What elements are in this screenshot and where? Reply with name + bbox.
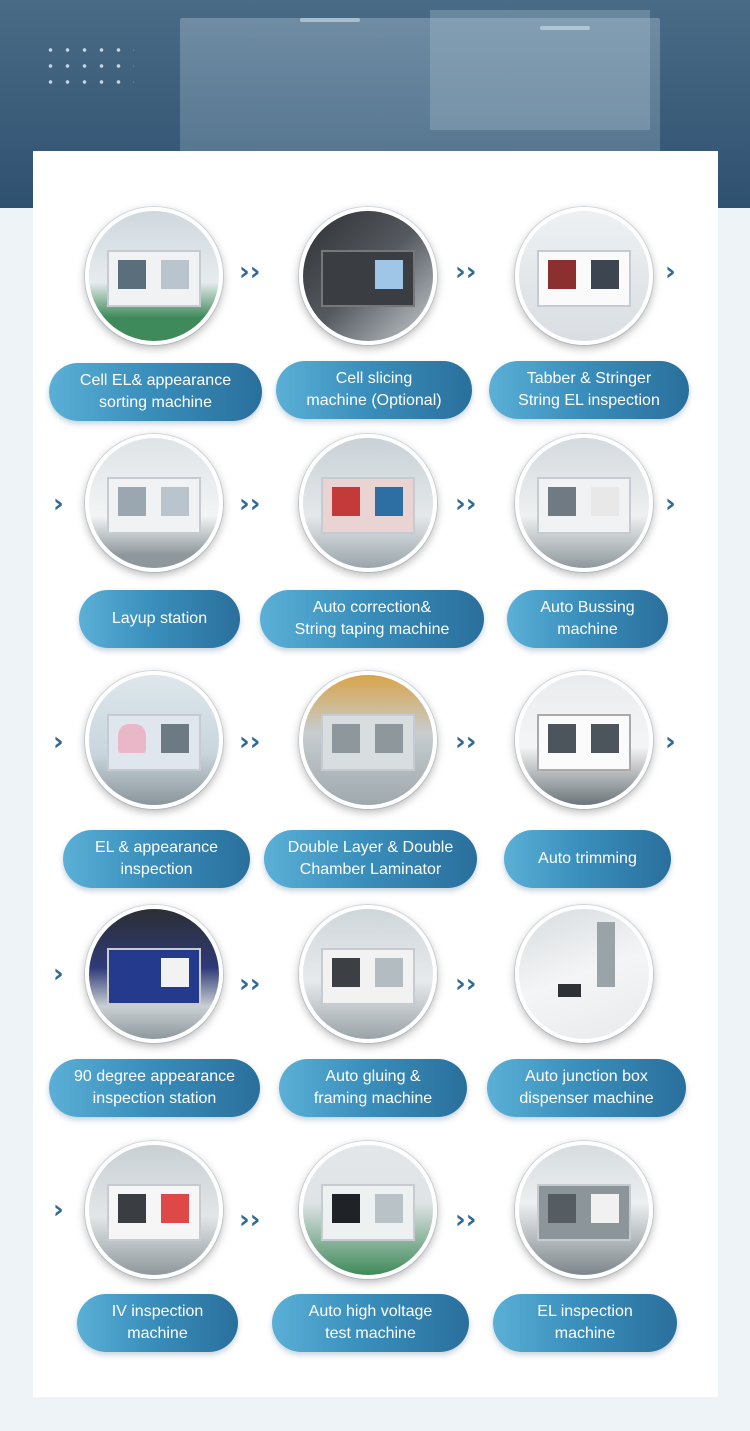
- double-chevron-right-icon: ››: [455, 489, 477, 519]
- process-step-label: Cell EL& appearance sorting machine: [49, 363, 262, 421]
- process-step-label: EL & appearance inspection: [63, 830, 250, 888]
- process-step-label: Cell slicing machine (Optional): [276, 361, 472, 419]
- process-step-label: Tabber & Stringer String EL inspection: [489, 361, 689, 419]
- machine-photo-el-appearance: [85, 671, 223, 809]
- process-step-label: Auto gluing & framing machine: [279, 1059, 467, 1117]
- machine-photo-layup: [85, 434, 223, 572]
- chevron-right-icon: ›: [53, 1195, 64, 1225]
- process-flow-card: ›› ›› › Cell EL& appearance sorting mach…: [33, 151, 718, 1397]
- machine-photo-iv-inspection: [85, 1141, 223, 1279]
- process-step-label: Double Layer & Double Chamber Laminator: [264, 830, 477, 888]
- double-chevron-right-icon: ››: [239, 489, 261, 519]
- chevron-right-icon: ›: [53, 959, 64, 989]
- double-chevron-right-icon: ››: [239, 1205, 261, 1235]
- process-step-label: Auto trimming: [504, 830, 671, 888]
- chevron-right-icon: ›: [665, 489, 676, 519]
- machine-photo-auto-gluing: [299, 905, 437, 1043]
- machine-photo-high-voltage: [299, 1141, 437, 1279]
- chevron-right-icon: ›: [53, 489, 64, 519]
- machine-photo-laminator: [299, 671, 437, 809]
- machine-photo-90-degree: [85, 905, 223, 1043]
- double-chevron-right-icon: ››: [455, 969, 477, 999]
- process-step-label: 90 degree appearance inspection station: [49, 1059, 260, 1117]
- machine-photo-tabber-stringer: [515, 207, 653, 345]
- double-chevron-right-icon: ››: [239, 969, 261, 999]
- process-step-label: Auto Bussing machine: [507, 590, 668, 648]
- factory-wall-background: [430, 10, 650, 130]
- machine-photo-auto-correction: [299, 434, 437, 572]
- ceiling-light: [300, 18, 360, 22]
- chevron-right-icon: ›: [665, 727, 676, 757]
- double-chevron-right-icon: ››: [455, 257, 477, 287]
- process-step-label: IV inspection machine: [77, 1294, 238, 1352]
- machine-photo-el-inspection: [515, 1141, 653, 1279]
- machine-photo-cell-el: [85, 207, 223, 345]
- chevron-right-icon: ›: [53, 727, 64, 757]
- machine-photo-auto-trimming: [515, 671, 653, 809]
- machine-photo-auto-bussing: [515, 434, 653, 572]
- machine-photo-cell-slicing: [299, 207, 437, 345]
- double-chevron-right-icon: ››: [239, 727, 261, 757]
- double-chevron-right-icon: ››: [455, 1205, 477, 1235]
- ceiling-light: [540, 26, 590, 30]
- decorative-dots-icon: [42, 42, 134, 94]
- factory-machine-background: [180, 18, 660, 168]
- machine-photo-junction-box: [515, 905, 653, 1043]
- process-step-label: Auto junction box dispenser machine: [487, 1059, 686, 1117]
- process-step-label: Layup station: [79, 590, 240, 648]
- process-step-label: EL inspection machine: [493, 1294, 677, 1352]
- double-chevron-right-icon: ››: [455, 727, 477, 757]
- process-step-label: Auto high voltage test machine: [272, 1294, 469, 1352]
- process-step-label: Auto correction& String taping machine: [260, 590, 484, 648]
- double-chevron-right-icon: ››: [239, 257, 261, 287]
- chevron-right-icon: ›: [665, 257, 676, 287]
